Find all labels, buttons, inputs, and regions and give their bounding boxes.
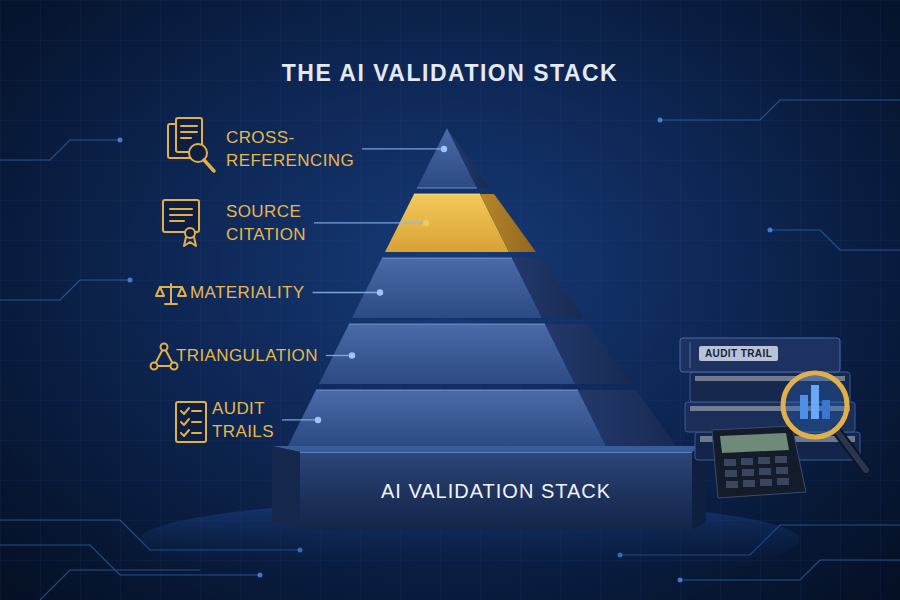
leader-line (362, 148, 444, 149)
tier-label: TRIANGULATION (176, 345, 351, 368)
book-label: AUDIT TRAIL (699, 346, 778, 361)
diagram-title: THE AI VALIDATION STACK (0, 60, 900, 87)
tier-label: SOURCE CITATION (226, 201, 338, 247)
leader-dot (377, 289, 383, 295)
leader-line (314, 222, 426, 223)
leader-dot (349, 352, 355, 358)
leader-line (326, 355, 352, 356)
leader-dot (423, 220, 429, 226)
leader-dot (315, 417, 321, 423)
tier-label: AUDIT TRAILS (212, 398, 296, 444)
leader-dot (441, 146, 447, 152)
tier-label: CROSS- REFERENCING (226, 127, 376, 173)
leader-line (282, 419, 318, 420)
leader-line (313, 292, 380, 293)
tier-label: MATERIALITY (190, 282, 360, 305)
slab-label: AI VALIDATION STACK (381, 480, 611, 503)
base-slab: AI VALIDATION STACK (300, 452, 692, 530)
